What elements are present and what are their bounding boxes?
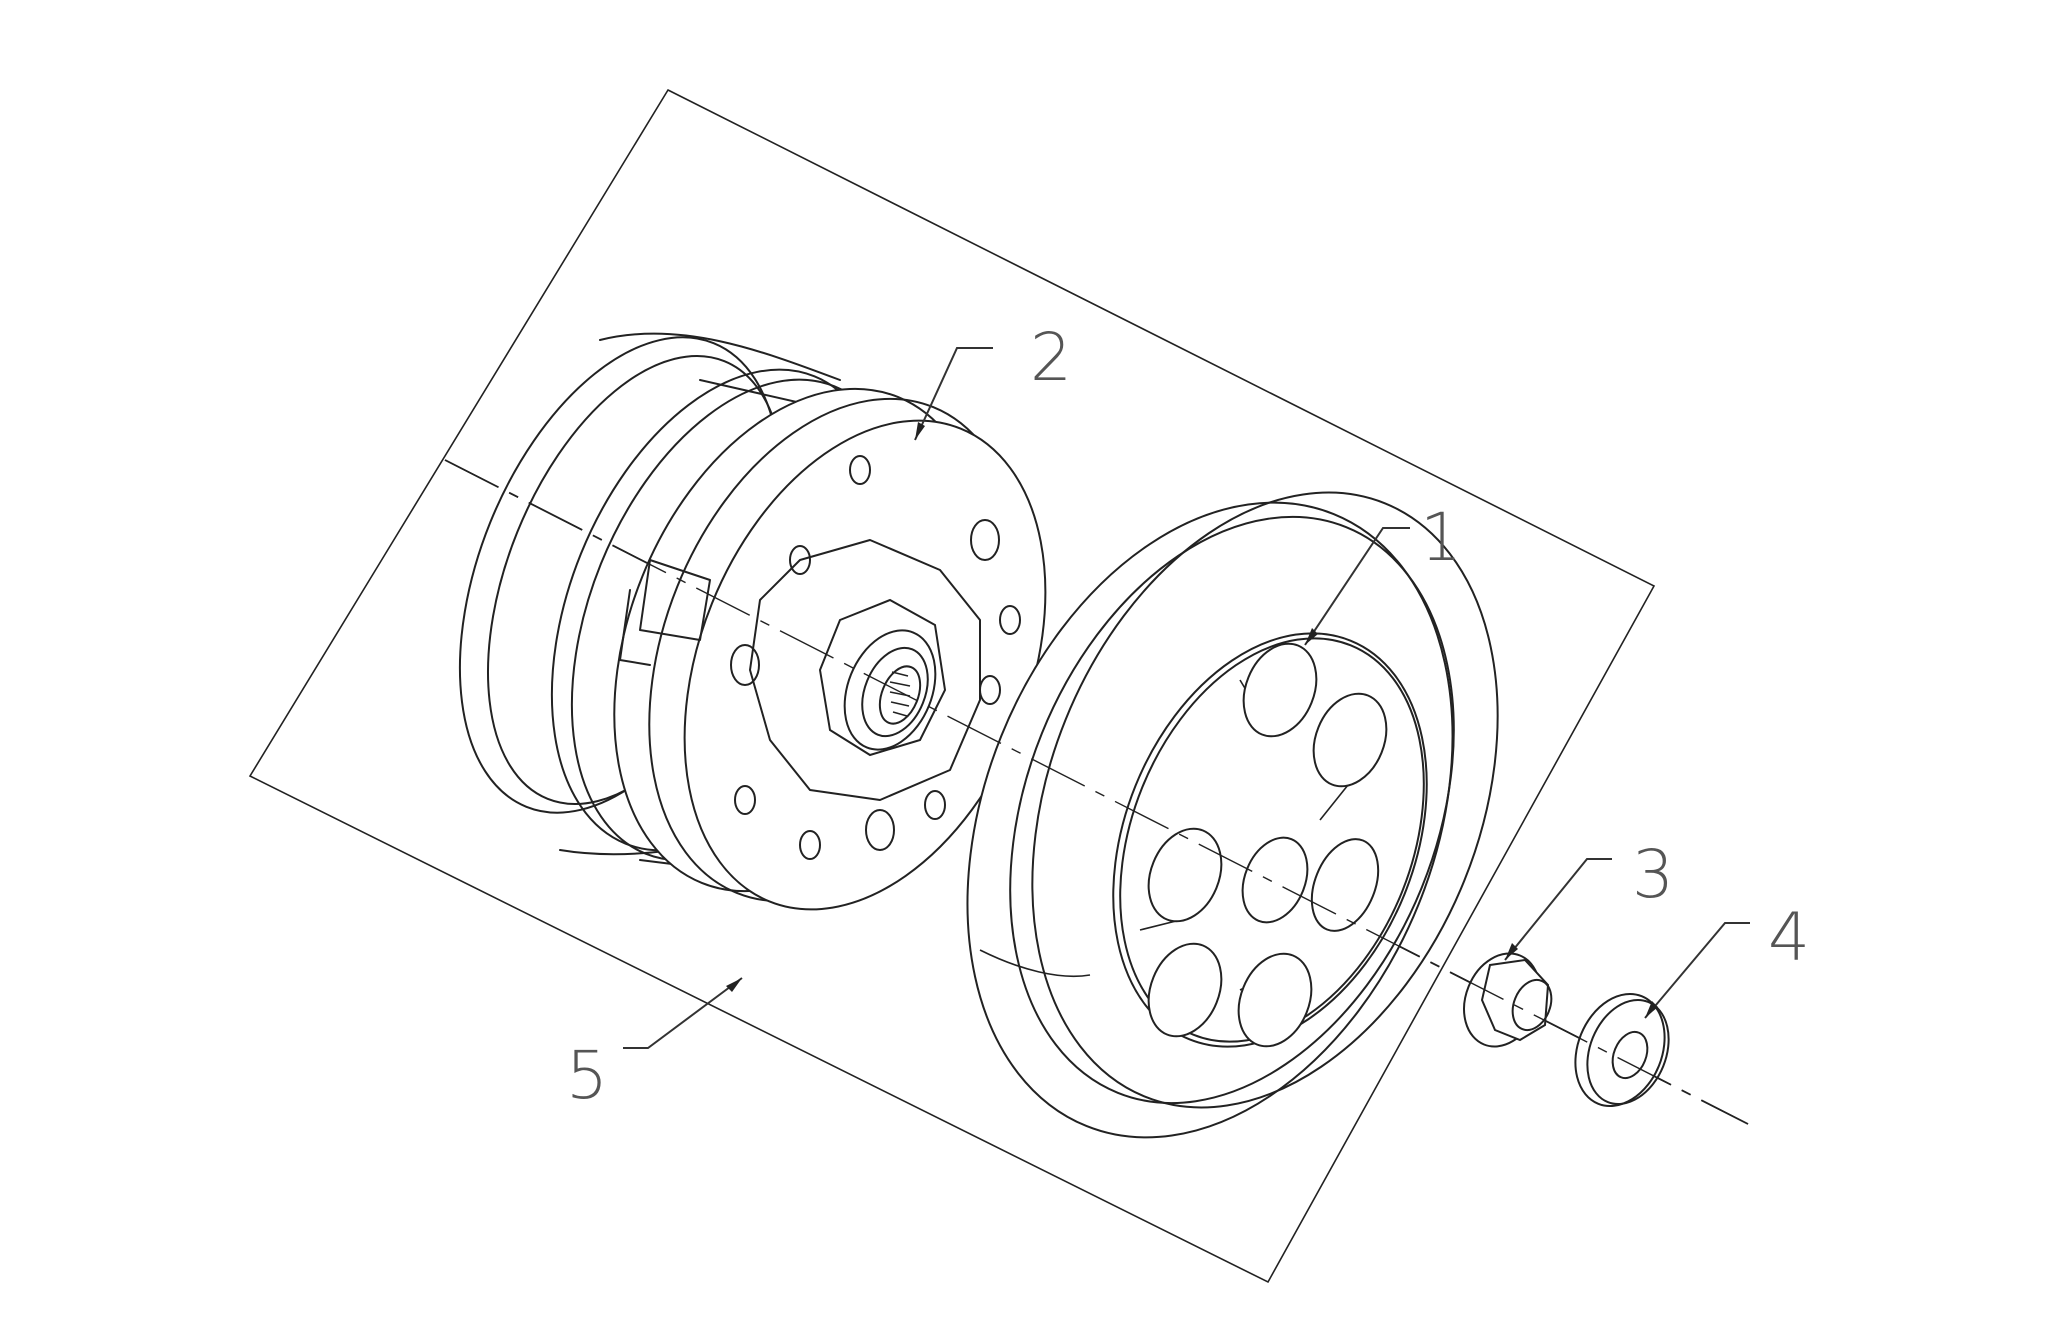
callout-3: 3 xyxy=(1504,836,1674,961)
callout-4: 4 xyxy=(1644,899,1810,1019)
clutch-assembly-part xyxy=(458,332,1047,911)
flange-nut-part xyxy=(1463,952,1553,1048)
drum-holes xyxy=(1147,642,1388,1048)
callout-label-1: 1 xyxy=(1420,499,1462,576)
plate-holes xyxy=(730,455,1021,860)
assembly-boundary-frame xyxy=(248,88,1656,1284)
callout-label-3: 3 xyxy=(1632,836,1674,913)
callout-2: 2 xyxy=(914,319,1072,441)
callout-label-2: 2 xyxy=(1030,319,1072,396)
clutch-outer-drum-part xyxy=(966,491,1499,1139)
callout-label-5: 5 xyxy=(566,1037,608,1114)
washer-part xyxy=(1574,992,1670,1108)
callout-5: 5 xyxy=(566,977,743,1114)
callout-label-4: 4 xyxy=(1768,899,1810,976)
callout-1: 1 xyxy=(1304,499,1462,646)
